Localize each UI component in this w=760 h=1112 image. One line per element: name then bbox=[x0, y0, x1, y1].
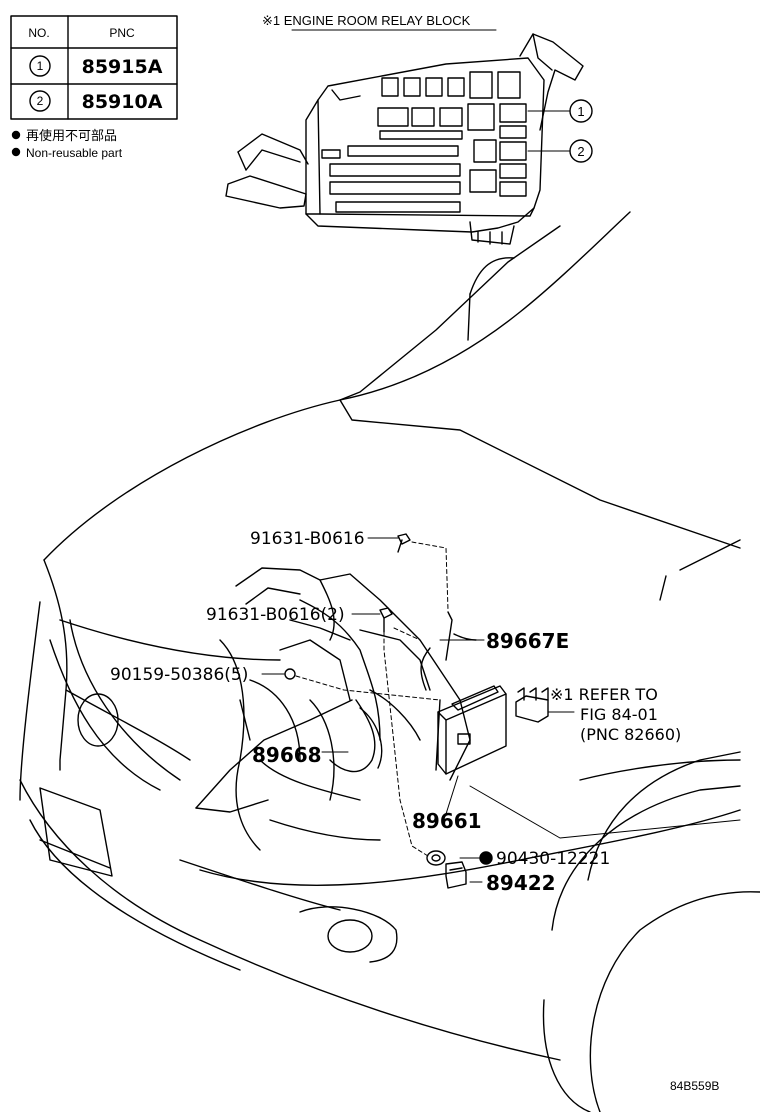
non-reusable-bullet-icon bbox=[11, 147, 21, 157]
row1-circle-icon bbox=[29, 55, 51, 77]
engine-bay bbox=[219, 567, 477, 851]
relay-connector bbox=[515, 687, 549, 723]
sensor-89422 bbox=[445, 861, 467, 889]
screw-90159-50386 bbox=[284, 668, 296, 680]
non-reusable-bullet-icon bbox=[479, 851, 493, 865]
part-91631-b0616: 91631-B0616 bbox=[250, 529, 365, 549]
figure-id: 84B559B bbox=[670, 1079, 719, 1093]
note-jp: 再使用不可部品 bbox=[26, 128, 117, 143]
part-90159-50386: 90159-50386(5) bbox=[110, 665, 248, 685]
vehicle-front-outline bbox=[19, 211, 760, 1112]
part-89661: 89661 bbox=[412, 809, 482, 833]
table-header-pnc: PNC bbox=[109, 26, 135, 40]
row2-circle-icon bbox=[29, 90, 51, 112]
callout-1-icon bbox=[569, 99, 593, 123]
callout-1-label: 1 bbox=[577, 104, 584, 119]
bolt-91631-b0616-2 bbox=[379, 607, 393, 633]
leader-lines bbox=[261, 537, 741, 883]
ecu-89661 bbox=[435, 685, 507, 775]
table-row1-pnc: 85915A bbox=[82, 56, 163, 78]
non-reusable-bullet-icon bbox=[11, 130, 21, 140]
part-91631-b0616-2: 91631-B0616(2) bbox=[206, 605, 345, 625]
relay-block-title: ※1 ENGINE ROOM RELAY BLOCK bbox=[262, 13, 471, 28]
table-row2-no: 2 bbox=[37, 94, 44, 108]
sensor-89667e bbox=[445, 611, 453, 661]
callout-2-label: 2 bbox=[577, 144, 584, 159]
wire-harness-89668 bbox=[329, 699, 376, 773]
refer-line-2: FIG 84-01 bbox=[580, 705, 658, 724]
table-header-no: NO. bbox=[28, 26, 49, 40]
part-89422: 89422 bbox=[486, 871, 556, 895]
engine-room-relay-block bbox=[225, 29, 593, 245]
gasket-90430-12221 bbox=[426, 850, 446, 866]
refer-line-1: ※1 REFER TO bbox=[550, 685, 658, 704]
table-row1-no: 1 bbox=[37, 59, 44, 73]
part-89667e: 89667E bbox=[486, 629, 569, 653]
table-row2-pnc: 85910A bbox=[82, 91, 163, 113]
note-en: Non-reusable part bbox=[26, 146, 123, 160]
part-90430-12221: 90430-12221 bbox=[496, 849, 610, 869]
part-89668: 89668 bbox=[252, 743, 322, 767]
pnc-table bbox=[10, 15, 178, 120]
bolt-91631-b0616 bbox=[397, 533, 411, 553]
fog-light-icon bbox=[327, 919, 373, 953]
callout-2-icon bbox=[569, 139, 593, 163]
refer-line-3: (PNC 82660) bbox=[580, 725, 681, 744]
